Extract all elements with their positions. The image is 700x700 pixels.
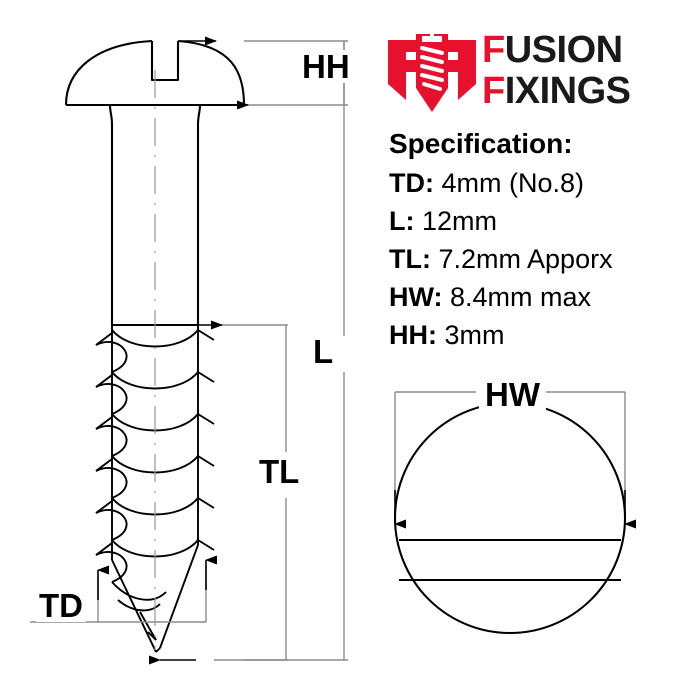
spec-value-td: 4mm (No.8) — [441, 168, 585, 198]
specification-block: Specification: TD: 4mm (No.8) L: 12mm TL… — [389, 126, 689, 354]
spec-key-l: L: — [389, 206, 415, 236]
spec-key-hw: HW: — [389, 282, 443, 312]
screw-head-top-view — [393, 401, 627, 635]
brand-word-fixings: IXINGS — [504, 70, 631, 112]
brand-wordmark-line1: FUSION — [482, 30, 668, 71]
spec-key-tl: TL: — [389, 244, 431, 274]
spec-value-l: 12mm — [422, 206, 498, 236]
brand-initial-f1: F — [482, 29, 505, 71]
screw-thread-profile — [95, 325, 215, 560]
brand-logo: FUSION FIXINGS — [386, 26, 666, 118]
specification-title: Specification: — [389, 128, 573, 159]
dimension-label-l: L — [309, 335, 338, 368]
dimension-hw-arrows — [394, 490, 636, 529]
spec-row-hh: HH: 3mm — [389, 316, 689, 354]
spec-row-td: TD: 4mm (No.8) — [389, 164, 689, 202]
dimension-label-hw: HW — [479, 378, 546, 411]
dimension-td-arrows — [97, 555, 217, 600]
screw-logo-icon — [388, 32, 476, 112]
spec-key-td: TD: — [389, 168, 434, 198]
spec-key-hh: HH: — [389, 320, 437, 350]
spec-row-tl: TL: 7.2mm Apporx — [389, 240, 689, 278]
brand-wordmark-line2: FIXINGS — [482, 71, 668, 112]
brand-wordmark: FUSION FIXINGS — [482, 30, 668, 114]
dimension-hw — [394, 391, 626, 500]
brand-initial-f2: F — [482, 70, 505, 112]
spec-value-hw: 8.4mm max — [450, 282, 592, 312]
dimension-hh-arrows — [180, 36, 249, 110]
brand-word-fusion: USION — [504, 29, 623, 71]
spec-value-tl: 7.2mm Apporx — [438, 244, 613, 274]
spec-row-hw: HW: 8.4mm max — [389, 278, 689, 316]
dimension-label-td: TD — [36, 589, 86, 622]
dimension-label-hh: HH — [299, 50, 353, 83]
dimension-tl — [214, 324, 288, 661]
spec-row-l: L: 12mm — [389, 202, 689, 240]
dimension-label-tl: TL — [256, 455, 303, 488]
screw-point-outline — [95, 542, 199, 653]
spec-value-hh: 3mm — [444, 320, 505, 350]
